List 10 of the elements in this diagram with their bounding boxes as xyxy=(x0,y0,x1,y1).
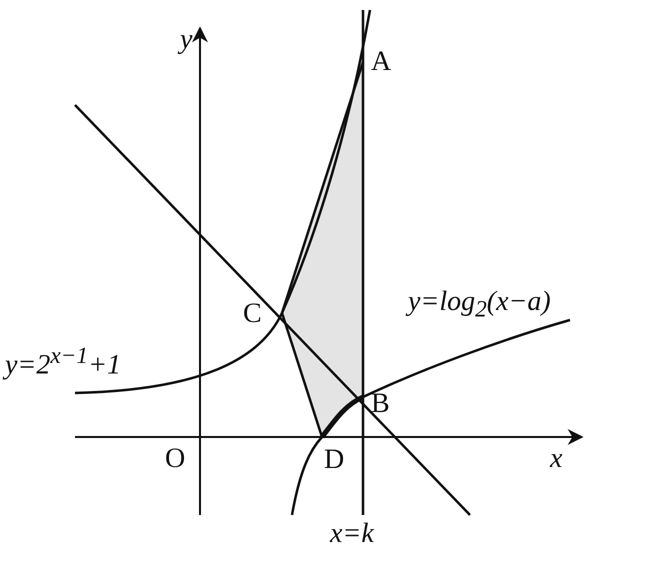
point-label: C xyxy=(243,300,262,328)
axis-label: x xyxy=(550,445,562,473)
line-label: x=k xyxy=(330,520,374,548)
origin-label: O xyxy=(165,445,186,473)
curve-label: y=2$^{x−1}$+1 xyxy=(5,345,121,380)
point-label: B xyxy=(371,390,390,418)
curve-label: y=log$_{2}$(x−a) xyxy=(408,288,551,322)
point-label: D xyxy=(324,446,344,474)
axis-label: y xyxy=(180,26,192,54)
point-label: A xyxy=(371,48,392,76)
